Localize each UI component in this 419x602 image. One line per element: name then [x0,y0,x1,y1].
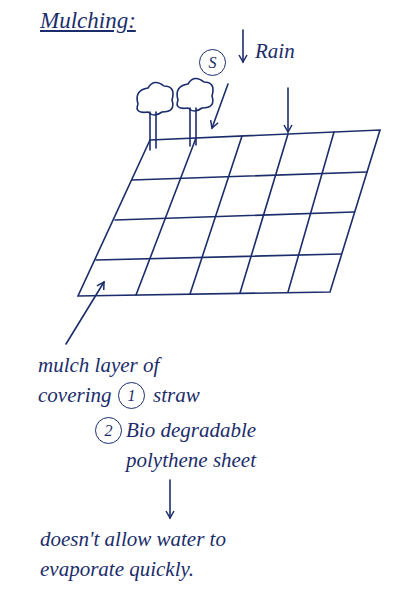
grid-line [132,172,367,180]
note-text: straw [153,380,200,410]
note-text: doesn't allow water to evaporate quickly… [40,524,290,584]
circled-number: 1 [118,382,145,409]
grid-line [288,132,334,292]
grid-line [136,138,196,295]
title: Mulching: [40,6,136,36]
note-text: Bio degradable polythene sheet [126,415,306,475]
circle-text: 1 [128,387,136,405]
sun-arrow [212,84,228,128]
rain-arrow [287,88,289,132]
circle-text: S [209,54,217,72]
tree-crown [177,78,213,111]
grid-line [240,134,288,293]
circled-number: 2 [95,417,122,444]
tree-trunk [189,108,191,146]
circled-number: S [199,49,226,76]
leader-arrow [66,282,104,344]
result-arrow [169,480,171,518]
rain-arrow [242,30,244,62]
tree-trunk [149,112,151,150]
grid-line [115,212,354,220]
tree-trunk [155,112,157,148]
circle-text: 2 [105,422,113,440]
grid-line [96,254,341,260]
mulch-field [78,130,380,296]
grid-line [190,136,242,294]
tree-crown [137,82,173,115]
rain-label: Rain [255,36,295,66]
